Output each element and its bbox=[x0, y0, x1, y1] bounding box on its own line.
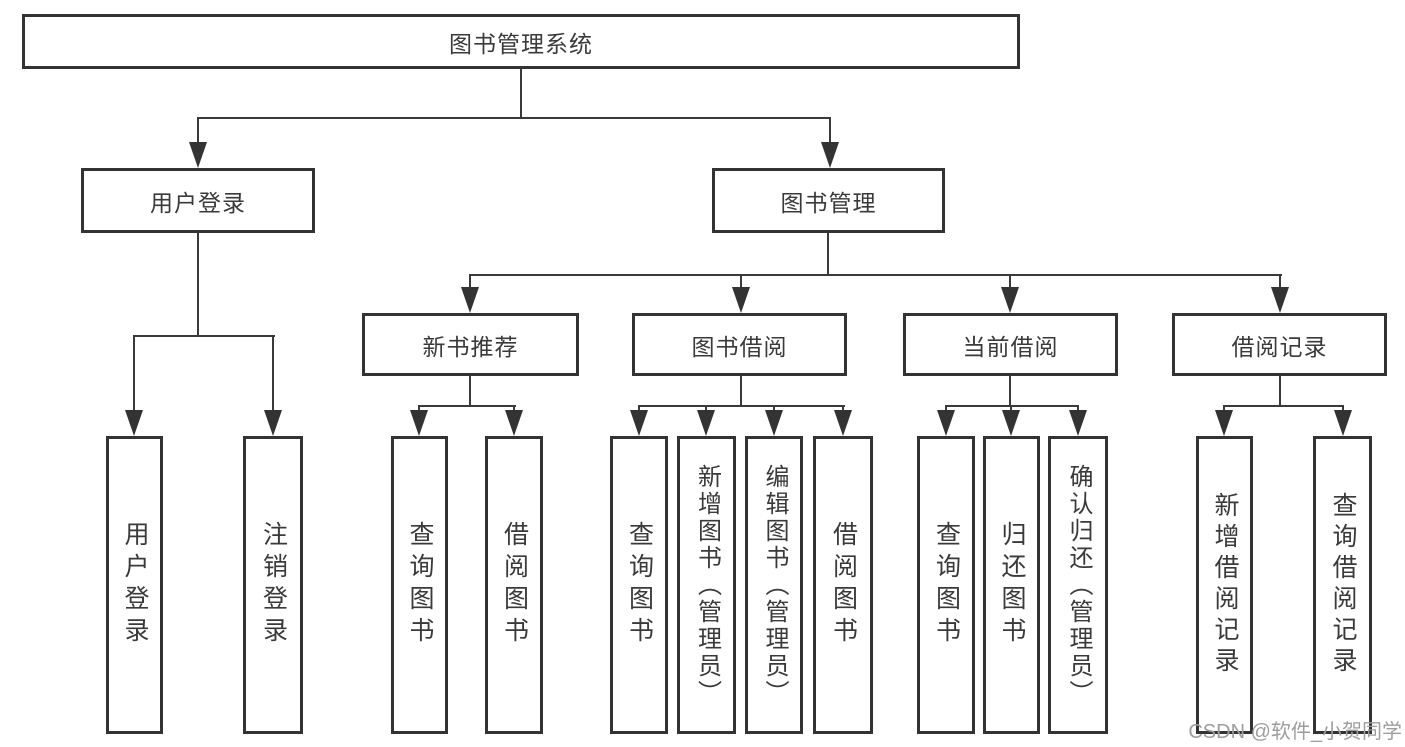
connector-root-drop-right bbox=[829, 117, 831, 145]
node-current-borrow: 当前借阅 bbox=[903, 313, 1118, 376]
arrowhead-query-record bbox=[1334, 410, 1352, 436]
node-borrow-records-label: 借阅记录 bbox=[1231, 333, 1328, 360]
leaf-current-query-book: 查询图书 bbox=[917, 436, 975, 734]
arrowhead-edit-book bbox=[765, 410, 783, 436]
leaf-user-login: 用户登录 bbox=[106, 436, 163, 734]
connector-login-drop-1 bbox=[133, 335, 135, 413]
node-borrow-records: 借阅记录 bbox=[1172, 313, 1387, 376]
arrowhead-book-management bbox=[821, 142, 839, 168]
arrowhead-newbook-borrow bbox=[505, 410, 523, 436]
connector-login-stem bbox=[197, 233, 199, 337]
arrowhead-current-borrow bbox=[1001, 287, 1019, 313]
arrowhead-borrow-records bbox=[1271, 287, 1289, 313]
connector-current-drop-1 bbox=[945, 405, 947, 413]
connector-login-bar bbox=[133, 335, 275, 337]
leaf-return-book: 归还图书 bbox=[983, 436, 1040, 734]
connector-borrow-drop-4 bbox=[842, 405, 844, 413]
leaf-query-borrow-record: 查询借阅记录 bbox=[1313, 436, 1372, 734]
connector-records-bar bbox=[1223, 405, 1344, 407]
leaf-borrow-query-book-label: 查询图书 bbox=[625, 521, 654, 649]
arrowhead-newbook-query bbox=[410, 410, 428, 436]
connector-newbook-bar bbox=[418, 405, 516, 407]
connector-records-drop-2 bbox=[1342, 405, 1344, 413]
node-user-login-module: 用户登录 bbox=[81, 168, 315, 233]
leaf-borrow-book: 借阅图书 bbox=[813, 436, 873, 734]
node-user-login-module-label: 用户登录 bbox=[150, 189, 246, 216]
connector-newbook-drop-1 bbox=[418, 405, 420, 413]
connector-root-drop-left bbox=[197, 117, 199, 145]
arrowhead-borrow-query bbox=[630, 410, 648, 436]
arrowhead-new-book-recommend bbox=[461, 287, 479, 313]
connector-mgmt-drop-1 bbox=[469, 274, 471, 290]
connector-borrow-drop-3 bbox=[773, 405, 775, 413]
connector-mgmt-drop-4 bbox=[1279, 274, 1281, 290]
connector-mgmt-drop-3 bbox=[1009, 274, 1011, 290]
connector-borrow-bar bbox=[638, 405, 845, 407]
node-library-system-label: 图书管理系统 bbox=[449, 30, 593, 57]
connector-root-stem bbox=[520, 69, 522, 118]
watermark: CSDN @软件_小贺同学 bbox=[1188, 721, 1402, 743]
arrowhead-borrow-book bbox=[834, 410, 852, 436]
leaf-add-book-admin: 新增图书（管理员） bbox=[677, 436, 736, 734]
leaf-user-login-label: 用户登录 bbox=[121, 521, 149, 649]
leaf-borrow-book-label: 借阅图书 bbox=[829, 521, 858, 649]
leaf-return-book-label: 归还图书 bbox=[998, 521, 1026, 649]
leaf-borrow-query-book: 查询图书 bbox=[610, 436, 668, 734]
arrowhead-add-record bbox=[1215, 410, 1233, 436]
leaf-query-borrow-record-label: 查询借阅记录 bbox=[1329, 492, 1357, 678]
connector-current-stem bbox=[1009, 376, 1011, 407]
connector-mgmt-stem bbox=[827, 233, 829, 276]
leaf-edit-book-admin: 编辑图书（管理员） bbox=[745, 436, 803, 734]
connector-borrow-drop-1 bbox=[638, 405, 640, 413]
connector-borrow-stem bbox=[740, 376, 742, 407]
leaf-confirm-return-admin: 确认归还（管理员） bbox=[1048, 436, 1108, 734]
connector-current-drop-3 bbox=[1077, 405, 1079, 413]
node-book-borrow-label: 图书借阅 bbox=[691, 333, 788, 360]
leaf-logout: 注销登录 bbox=[243, 436, 303, 734]
leaf-newbook-borrow-book: 借阅图书 bbox=[485, 436, 543, 734]
arrowhead-return-book bbox=[1002, 410, 1020, 436]
arrowhead-current-query bbox=[937, 410, 955, 436]
node-book-management-module: 图书管理 bbox=[712, 168, 945, 233]
node-library-system: 图书管理系统 bbox=[22, 14, 1020, 69]
connector-mgmt-drop-2 bbox=[740, 274, 742, 290]
leaf-add-borrow-record-label: 新增借阅记录 bbox=[1211, 492, 1239, 678]
connector-records-stem bbox=[1279, 376, 1281, 407]
leaf-confirm-return-admin-label: 确认归还（管理员） bbox=[1065, 463, 1092, 707]
leaf-newbook-query-book: 查询图书 bbox=[391, 436, 448, 734]
arrowhead-book-borrow bbox=[732, 287, 750, 313]
leaf-add-book-admin-label: 新增图书（管理员） bbox=[693, 463, 721, 707]
leaf-newbook-borrow-book-label: 借阅图书 bbox=[500, 521, 529, 649]
arrowhead-add-book bbox=[697, 410, 715, 436]
node-new-book-recommend: 新书推荐 bbox=[362, 313, 579, 376]
connector-records-drop-1 bbox=[1223, 405, 1225, 413]
arrowhead-leaf-logout bbox=[264, 410, 282, 436]
connector-borrow-drop-2 bbox=[705, 405, 707, 413]
node-current-borrow-label: 当前借阅 bbox=[962, 333, 1059, 360]
node-book-management-module-label: 图书管理 bbox=[780, 189, 877, 216]
arrowhead-leaf-user-login bbox=[125, 410, 143, 436]
connector-newbook-drop-2 bbox=[513, 405, 515, 413]
node-book-borrow: 图书借阅 bbox=[632, 313, 847, 376]
connector-newbook-stem bbox=[469, 376, 471, 407]
connector-root-bar bbox=[197, 117, 831, 119]
leaf-current-query-book-label: 查询图书 bbox=[932, 521, 961, 649]
connector-mgmt-bar bbox=[469, 274, 1282, 276]
arrowhead-user-login bbox=[189, 142, 207, 168]
connector-current-drop-2 bbox=[1010, 405, 1012, 413]
leaf-newbook-query-book-label: 查询图书 bbox=[406, 521, 434, 649]
arrowhead-confirm-return bbox=[1069, 410, 1087, 436]
leaf-edit-book-admin-label: 编辑图书（管理员） bbox=[761, 463, 788, 707]
leaf-add-borrow-record: 新增借阅记录 bbox=[1196, 436, 1253, 734]
node-new-book-recommend-label: 新书推荐 bbox=[422, 333, 519, 360]
connector-login-drop-2 bbox=[272, 335, 274, 413]
leaf-logout-label: 注销登录 bbox=[259, 521, 288, 649]
